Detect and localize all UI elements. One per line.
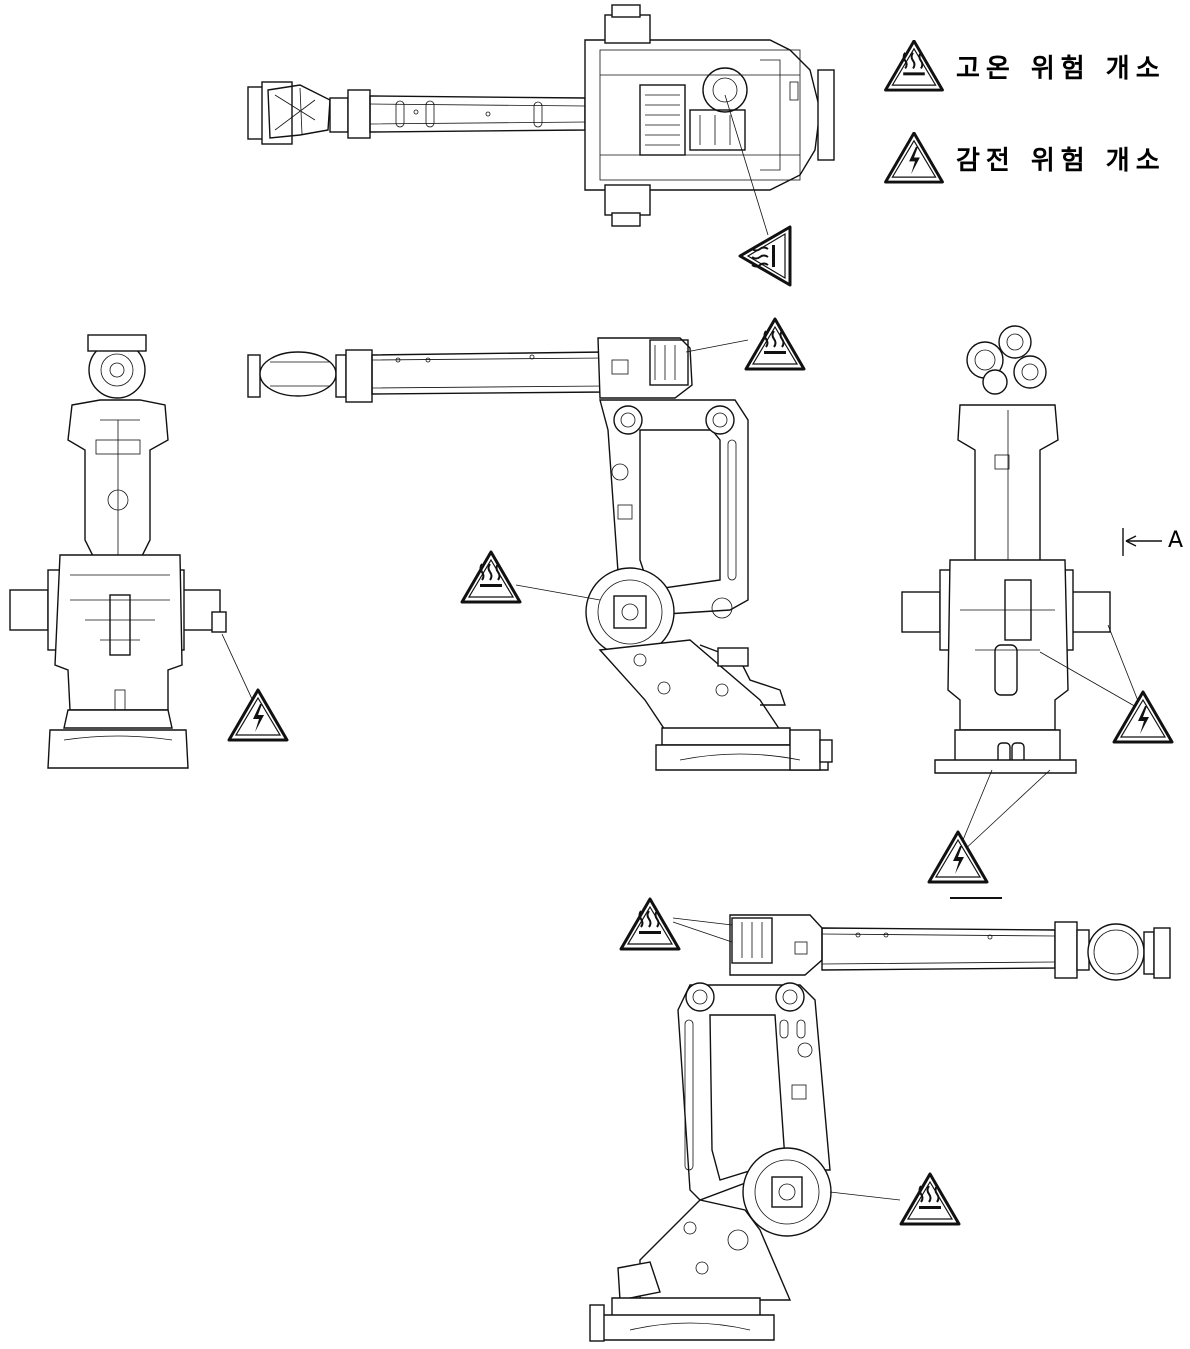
- electric-shock-warning-icon: [884, 132, 944, 184]
- hot-surface-warning-icon: [899, 1172, 961, 1226]
- view-marker-label: A: [1168, 528, 1184, 553]
- electric-shock-warning-icon: [927, 830, 989, 884]
- hot-surface-warning-icon: [460, 550, 522, 604]
- hot-surface-warning-icon: [884, 40, 944, 92]
- electric-shock-warning-icon: [227, 688, 289, 742]
- robot-top-view: [247, 4, 835, 236]
- robot-rear-view: [901, 325, 1162, 853]
- legend-high-temp: 고온 위험 개소: [884, 40, 1166, 92]
- legend-electric: 감전 위험 개소: [884, 132, 1166, 184]
- legend-high-temp-label: 고온 위험 개소: [956, 53, 1166, 84]
- hot-surface-warning-icon: [738, 225, 792, 287]
- robot-side-view-opposite: [589, 914, 1171, 1342]
- hot-surface-warning-icon: [744, 317, 806, 371]
- robot-front-view: [9, 334, 259, 769]
- legend-electric-label: 감전 위험 개소: [956, 145, 1166, 176]
- hot-surface-warning-icon: [619, 897, 681, 951]
- robot-side-view: [247, 337, 833, 771]
